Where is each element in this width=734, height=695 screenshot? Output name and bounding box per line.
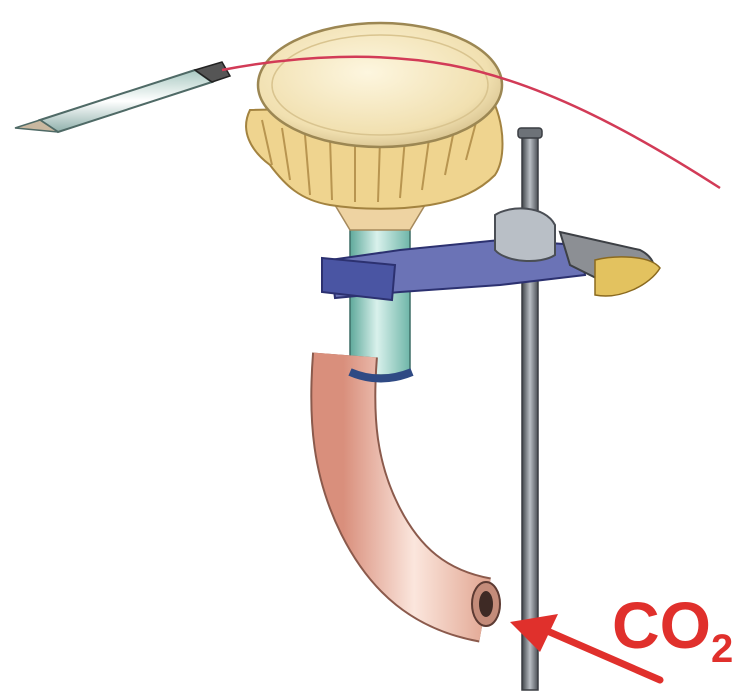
pencil — [15, 62, 230, 132]
co2-label: CO2 — [612, 588, 733, 671]
rubber-hose — [343, 355, 500, 626]
funnel-cap — [246, 23, 502, 209]
